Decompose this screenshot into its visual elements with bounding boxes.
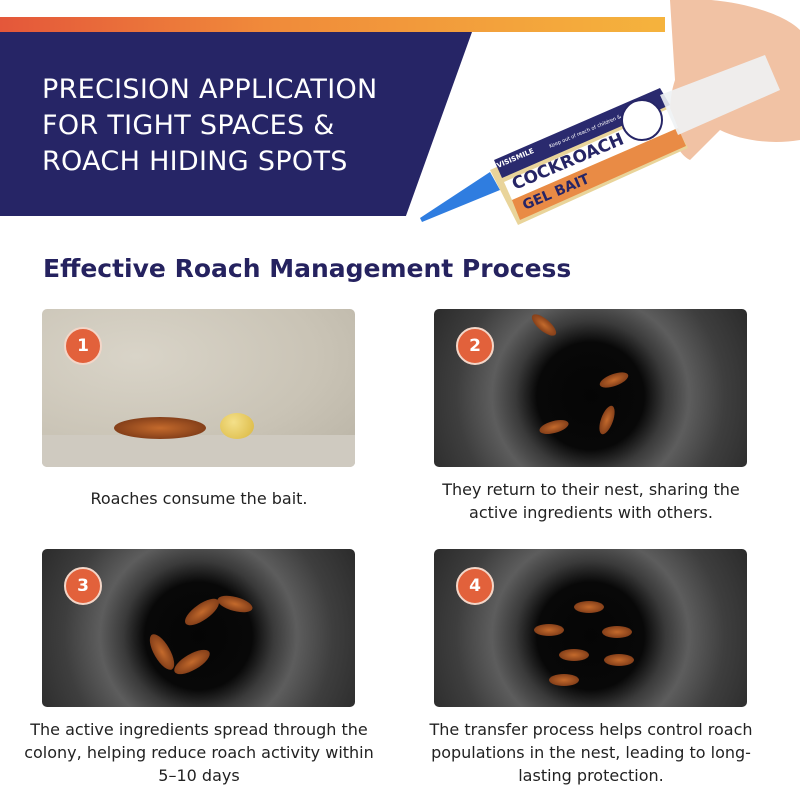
step-2-image: 2 (434, 309, 747, 467)
step-4-caption: The transfer process helps control roach… (429, 720, 753, 785)
roach-icon (170, 645, 214, 679)
step-4-image: 4 (434, 549, 747, 707)
roach-icon (596, 403, 618, 437)
step-badge: 2 (456, 327, 494, 365)
headline-banner: PRECISION APPLICATION FOR TIGHT SPACES &… (0, 32, 472, 216)
step-1-caption: Roaches consume the bait. (90, 489, 308, 508)
step-badge: 4 (456, 567, 494, 605)
roach-icon (549, 674, 579, 686)
gel-bait-drop-icon (220, 413, 254, 439)
step-badge: 1 (64, 327, 102, 365)
gel-bait-syringe-image: COCKROACH GEL BAIT VISISMILE Keep out of… (420, 0, 800, 225)
accent-bar (0, 17, 665, 32)
headline-line: FOR TIGHT SPACES & (42, 110, 335, 141)
roach-icon (534, 624, 564, 636)
roach-icon (528, 310, 560, 340)
step-3-image: 3 (42, 549, 355, 707)
headline: PRECISION APPLICATION FOR TIGHT SPACES &… (42, 72, 378, 180)
section-title: Effective Roach Management Process (43, 254, 572, 283)
headline-line: PRECISION APPLICATION (42, 74, 378, 105)
roach-icon (597, 369, 631, 391)
roach-icon (537, 417, 571, 437)
step-1-image: 1 (42, 309, 355, 467)
headline-line: ROACH HIDING SPOTS (42, 146, 348, 177)
roach-icon (574, 601, 604, 613)
step-2-caption: They return to their nest, sharing the a… (442, 480, 740, 522)
step-3-caption: The active ingredients spread through th… (24, 720, 374, 785)
roach-icon (114, 417, 206, 439)
roach-icon (602, 626, 632, 638)
roach-icon (604, 654, 634, 666)
floor (42, 435, 355, 467)
roach-icon (215, 592, 255, 616)
step-badge: 3 (64, 567, 102, 605)
roach-icon (559, 649, 589, 661)
